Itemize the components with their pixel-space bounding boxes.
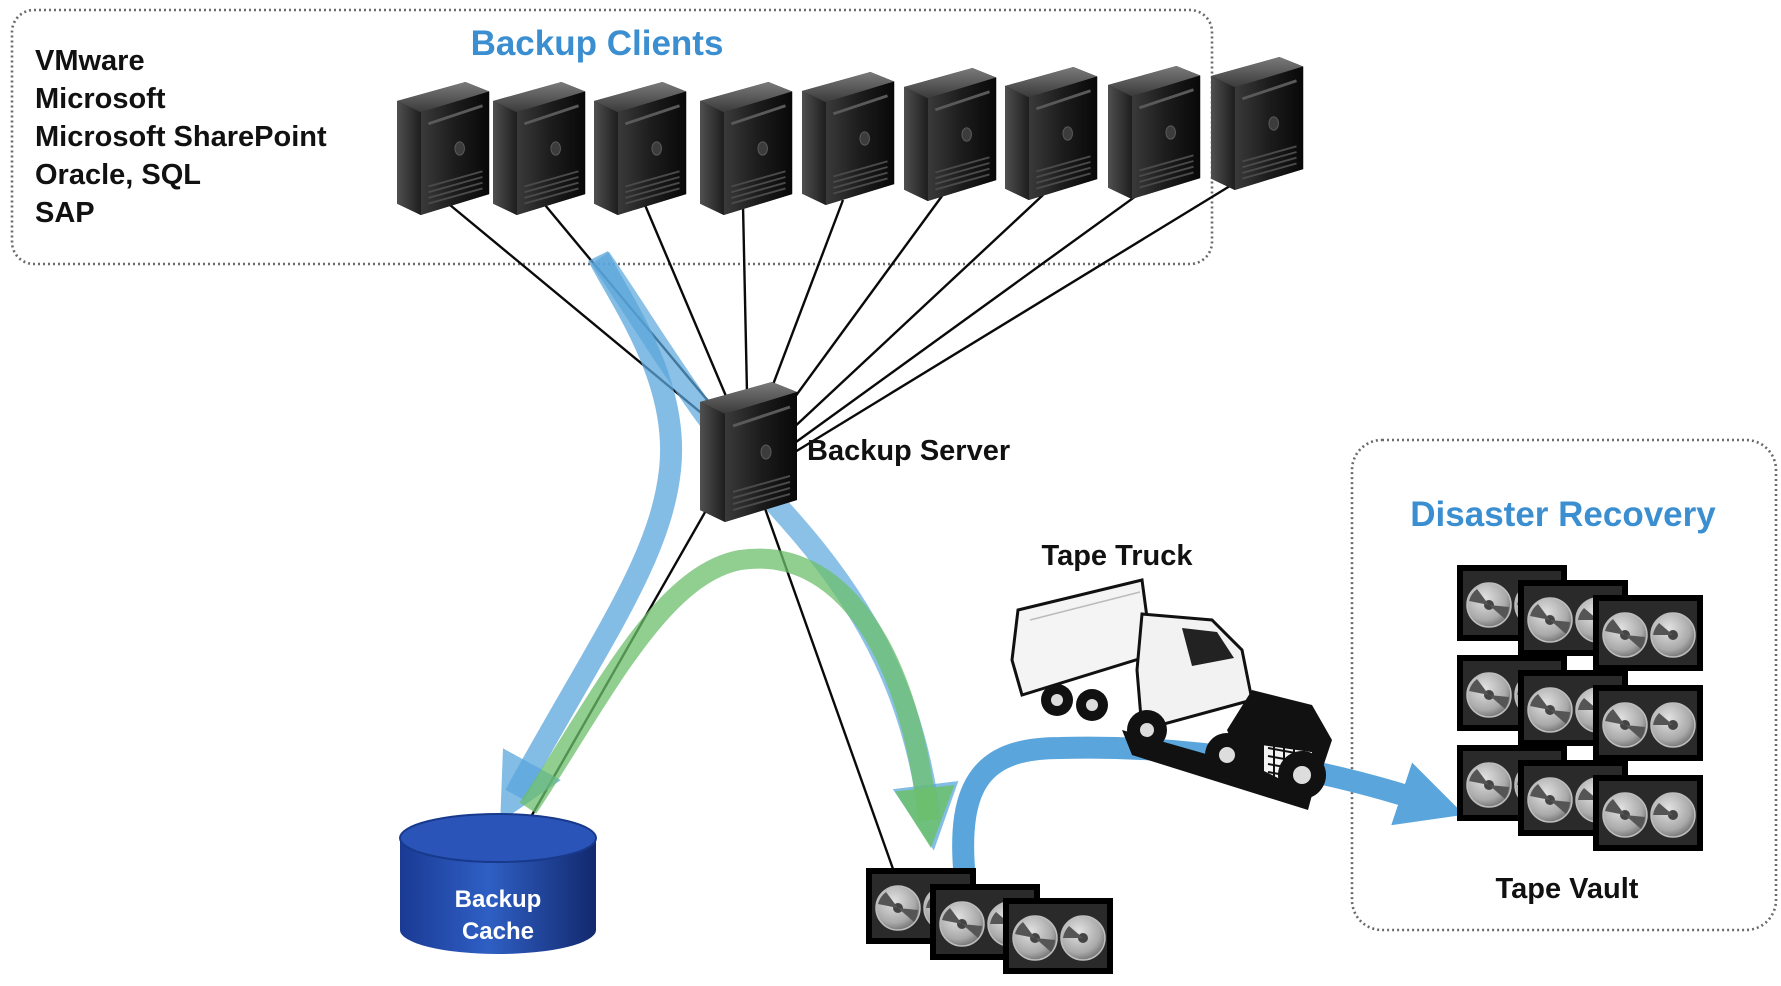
client-servers: [395, 55, 1305, 217]
backup-clients-title: Backup Clients: [471, 24, 724, 63]
client-app-item: Microsoft SharePoint: [35, 121, 327, 153]
server-icon: [395, 80, 491, 217]
server-icon: [698, 380, 799, 524]
backup-server: [698, 380, 799, 524]
tape-vault-label: Tape Vault: [1496, 873, 1639, 905]
tape-cartridge-icon: [1002, 897, 1114, 975]
client-app-item: Microsoft: [35, 83, 166, 115]
truck-icon: [1010, 578, 1332, 810]
flow-arrow-cache-to-tape: [519, 548, 955, 848]
tape-vault-stack: [1456, 564, 1704, 852]
tape-truck-label: Tape Truck: [1042, 540, 1194, 572]
server-icon: [902, 66, 998, 203]
backup-cache: Backup Cache: [399, 813, 597, 954]
database-cylinder-icon: [399, 813, 597, 954]
server-icon: [1106, 64, 1202, 201]
tape-cartridge-icon: [1592, 774, 1704, 852]
cache-label-line1: Backup: [455, 886, 542, 913]
tape-truck: [1010, 578, 1332, 810]
server-icon: [1209, 55, 1305, 192]
server-icon: [1003, 65, 1099, 202]
client-app-item: Oracle, SQL: [35, 159, 201, 191]
server-icon: [491, 80, 587, 217]
server-icon: [592, 80, 688, 217]
flow-arrow-tape-to-vault: [952, 736, 1465, 882]
tape-cartridge-icon: [1592, 684, 1704, 762]
local-tapes: [865, 867, 1114, 975]
server-icon: [800, 70, 896, 207]
server-icon: [698, 80, 794, 217]
disaster-recovery-box: [1350, 438, 1778, 932]
cache-label-line2: Cache: [462, 918, 534, 945]
disaster-recovery-title: Disaster Recovery: [1410, 495, 1716, 534]
client-app-item: SAP: [35, 197, 95, 229]
backup-server-label: Backup Server: [807, 435, 1010, 467]
client-app-list: VMware Microsoft Microsoft SharePoint Or…: [35, 45, 327, 229]
tape-cartridge-icon: [1592, 594, 1704, 672]
client-server-connections: [449, 176, 1244, 457]
client-app-item: VMware: [35, 45, 145, 77]
